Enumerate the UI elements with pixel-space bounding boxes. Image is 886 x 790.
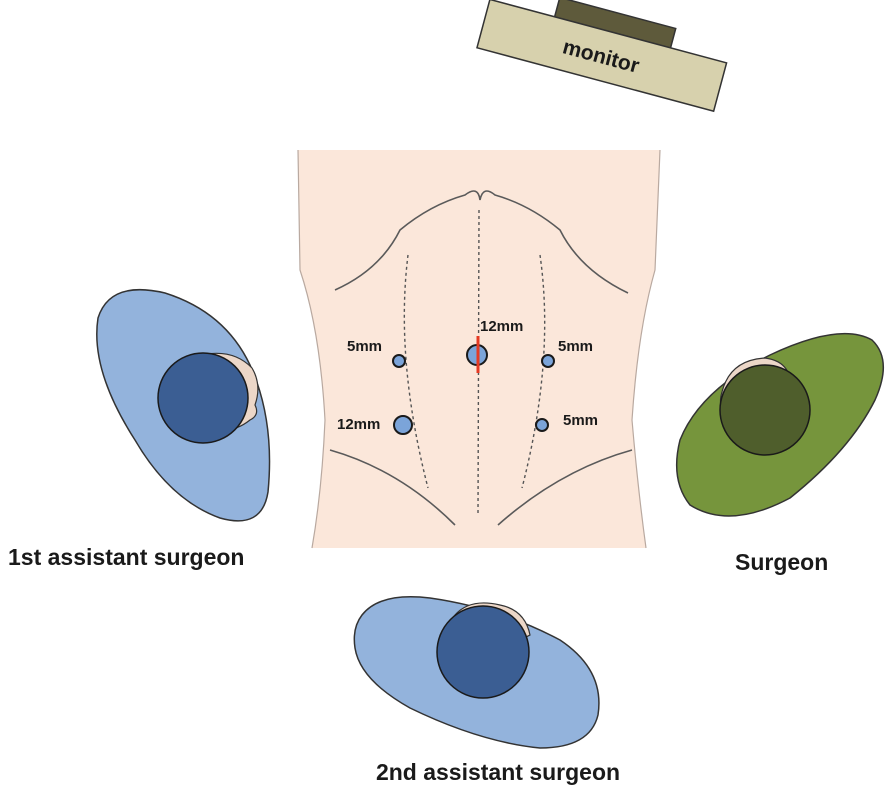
port-circle	[536, 419, 548, 431]
first-assistant-label: 1st assistant surgeon	[8, 544, 244, 570]
surgeon-figure: Surgeon	[677, 334, 884, 575]
second-assistant-figure: 2nd assistant surgeon	[354, 597, 620, 785]
port-lower-left: 12mm	[337, 416, 412, 434]
port-size-label: 12mm	[480, 318, 523, 335]
second-assistant-head	[437, 606, 529, 698]
port-circle	[393, 355, 405, 367]
port-size-label: 5mm	[558, 338, 593, 355]
port-size-label: 5mm	[563, 412, 598, 429]
port-circle	[394, 416, 412, 434]
monitor: monitor	[477, 0, 732, 111]
first-assistant-head	[158, 353, 248, 443]
port-size-label: 5mm	[347, 338, 382, 355]
second-assistant-label: 2nd assistant surgeon	[376, 759, 620, 785]
port-circle	[542, 355, 554, 367]
first-assistant-figure: 1st assistant surgeon	[8, 290, 270, 570]
port-size-label: 12mm	[337, 416, 380, 433]
surgeon-label: Surgeon	[735, 549, 828, 575]
surgeon-head	[720, 365, 810, 455]
